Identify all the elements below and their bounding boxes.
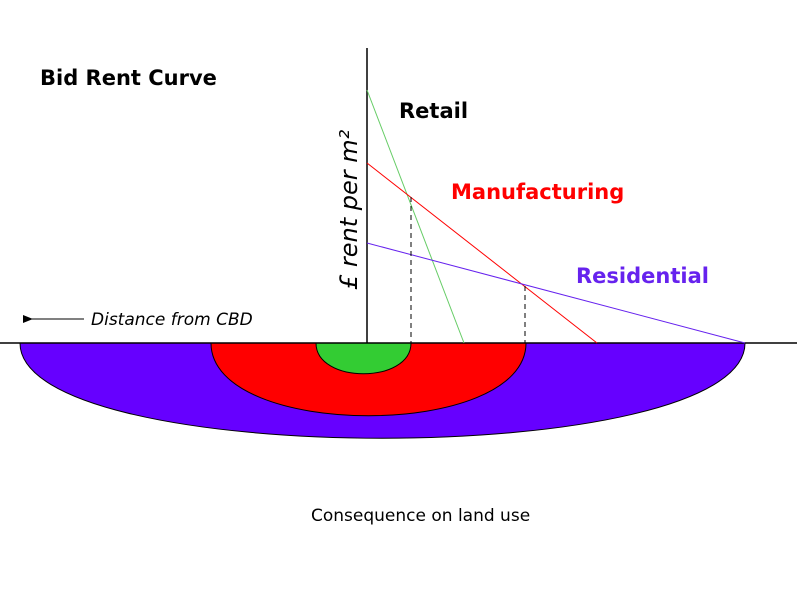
retail-zone xyxy=(315,342,412,375)
retail-bid-rent-line xyxy=(366,89,465,344)
residential-label: Residential xyxy=(576,264,709,288)
caption: Consequence on land use xyxy=(311,506,530,526)
manufacturing-bid-rent-line xyxy=(366,162,598,344)
retail-label: Retail xyxy=(399,99,468,123)
distance-label: Distance from CBD xyxy=(91,310,253,330)
manufacturing-label: Manufacturing xyxy=(451,180,624,204)
residential-bid-rent-line xyxy=(366,242,746,344)
diagram-title: Bid Rent Curve xyxy=(40,66,217,90)
y-axis-label: £ rent per m² xyxy=(335,129,363,290)
manufacturing-zone xyxy=(210,342,527,417)
